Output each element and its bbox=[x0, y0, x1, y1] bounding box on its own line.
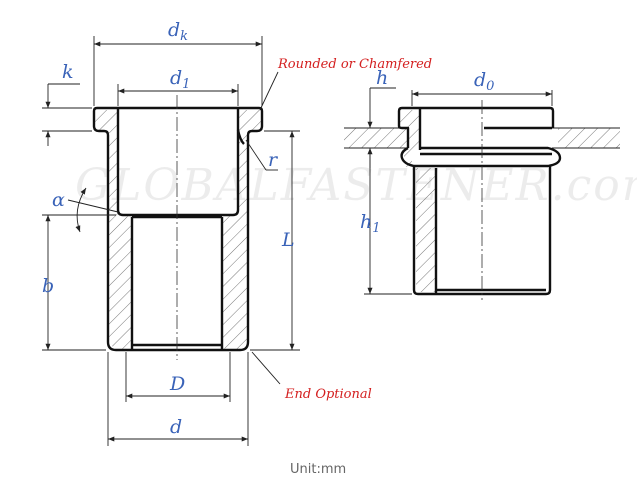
rounded-leader bbox=[259, 71, 279, 111]
left-section-view: dk d1 k L b α r Rounded or Chamfere bbox=[42, 19, 432, 446]
r-label: r bbox=[268, 149, 279, 171]
left-wall-hatch bbox=[94, 110, 132, 350]
plate-left-hatch bbox=[344, 128, 400, 148]
h-label: h bbox=[376, 67, 388, 89]
alpha-arc bbox=[75, 187, 87, 233]
rounded-note: Rounded or Chamfered bbox=[277, 57, 432, 72]
unit-label: Unit:mm bbox=[290, 462, 346, 477]
counterbore-outline bbox=[116, 108, 240, 217]
right-installed-view: d0 h h1 bbox=[344, 67, 620, 300]
left-outline bbox=[92, 106, 264, 352]
alpha-label: α bbox=[52, 189, 65, 211]
end-optional-leader bbox=[251, 351, 281, 385]
d-label: d bbox=[170, 416, 182, 438]
watermark: GLOBALFASTENER.com bbox=[75, 160, 637, 211]
installed-flange bbox=[402, 106, 555, 128]
d0-label: d0 bbox=[474, 69, 494, 94]
k-label: k bbox=[62, 61, 74, 83]
h1-label: h1 bbox=[360, 211, 381, 236]
b-label: b bbox=[42, 275, 54, 297]
r-leader bbox=[245, 139, 267, 171]
installed-bulge bbox=[400, 146, 562, 168]
D-label: D bbox=[169, 373, 185, 395]
fillet-r bbox=[236, 129, 245, 145]
d1-label: d1 bbox=[170, 67, 190, 92]
installed-wall-hatch bbox=[400, 110, 436, 292]
plate-right-hatch bbox=[558, 128, 620, 148]
installed-flange-left bbox=[397, 106, 410, 148]
end-optional-note: End Optional bbox=[284, 387, 372, 402]
dk-label: dk bbox=[168, 19, 188, 44]
right-wall-hatch bbox=[222, 110, 262, 350]
L-label: L bbox=[281, 229, 295, 251]
